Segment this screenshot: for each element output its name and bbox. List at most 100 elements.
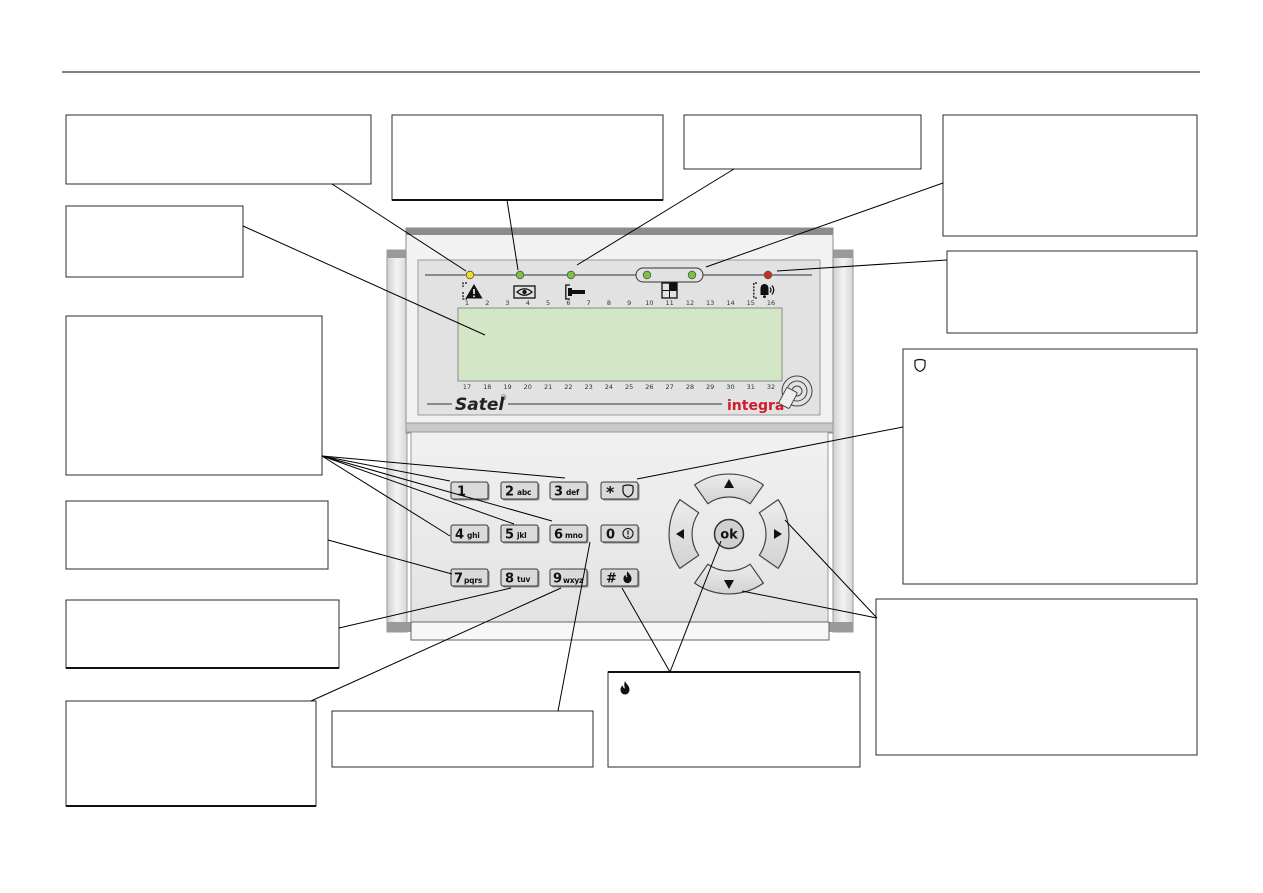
left-arrow-icon (676, 529, 684, 539)
key-digit: * (606, 483, 615, 502)
leader-line (741, 590, 878, 619)
left-side-cap (387, 250, 407, 258)
zone-number: 2 (485, 299, 489, 307)
key-digit: 3 (554, 485, 563, 500)
warning-icon (462, 282, 483, 300)
callout-service-led-note (683, 114, 922, 170)
housing-separator (405, 422, 834, 433)
right-arrow-icon (774, 529, 782, 539)
leader-line (321, 455, 515, 525)
key-0: 0 (600, 524, 640, 544)
leader-line (506, 199, 519, 271)
keypad-bottom-plate (410, 621, 830, 641)
key-digit: 0 (606, 528, 615, 543)
trouble-led (763, 270, 773, 280)
key-digit: 8 (505, 572, 514, 587)
armed-led (515, 270, 525, 280)
callout-display-note (65, 205, 244, 278)
housing-top-strip (406, 228, 833, 235)
key-letters: mno (565, 531, 583, 540)
ok-key (713, 518, 745, 550)
key-letters: tuv (517, 575, 531, 584)
callout-hash-ok-note (607, 671, 861, 768)
zone-number: 4 (526, 299, 530, 307)
proximity-reader-icon (778, 375, 813, 409)
zone-number: 23 (584, 383, 592, 391)
ok-key-label: ok (720, 528, 738, 543)
partitions-grid-icon (661, 282, 678, 299)
callout-key-0-note (331, 710, 594, 768)
zone-number: 13 (706, 299, 714, 307)
key-digit: # (606, 572, 617, 587)
callout-key-9-note (65, 700, 317, 807)
zone-number: 22 (564, 383, 572, 391)
down-arrow-icon (724, 580, 734, 589)
zone-number: 19 (503, 383, 511, 391)
zone-number: 9 (627, 299, 631, 307)
key-digit: 5 (505, 528, 514, 543)
navigation-cluster: ok (668, 473, 790, 595)
key-digit: 6 (554, 528, 563, 543)
leader-line (557, 541, 591, 712)
exclamation-circle-icon (622, 527, 634, 540)
right-side-cap (833, 250, 853, 258)
zone-number: 17 (463, 383, 471, 391)
leader-line (331, 183, 467, 272)
key-letters: def (566, 488, 580, 497)
leader-line (621, 587, 671, 673)
leader-line (338, 587, 512, 629)
leader-line (242, 225, 486, 336)
callout-arrow-keys-note (875, 598, 1198, 756)
key-digit: 2 (505, 485, 514, 500)
leader-line (321, 455, 566, 479)
brand-logo: Satel (455, 395, 505, 415)
key-2: 2 abc (500, 481, 540, 501)
key-digit: 9 (553, 572, 562, 587)
key-5: 5 jkl (500, 524, 540, 544)
key-7: 7 pqrs (450, 568, 490, 588)
zone-number: 3 (505, 299, 509, 307)
zone-number: 28 (686, 383, 694, 391)
zone-number: 7 (587, 299, 591, 307)
alarm-bell-icon (753, 282, 775, 299)
lcd-screen (457, 307, 783, 382)
zone-number: 30 (726, 383, 734, 391)
model-logo: integra (727, 398, 784, 414)
up-arrow-icon (724, 479, 734, 488)
leader-line (776, 259, 948, 272)
key-letters: pqrs (464, 576, 483, 585)
zone-number: 27 (666, 383, 674, 391)
zone-number: 6 (566, 299, 570, 307)
key-4: 4 ghi (450, 524, 490, 544)
callout-partitions-led-note (942, 114, 1198, 237)
callout-alarm-led-note (65, 114, 372, 185)
right-foot-cap (828, 622, 853, 632)
key-digit: 1 (457, 485, 466, 500)
callout-key-7-note (65, 500, 329, 570)
leader-line (327, 539, 453, 575)
leader-line (321, 455, 553, 522)
zone-number: 16 (767, 299, 775, 307)
up-arrow-key (694, 473, 764, 505)
key-digit: 4 (455, 528, 464, 543)
zone-number: 29 (706, 383, 714, 391)
service-led (566, 270, 576, 280)
leader-line (321, 455, 451, 537)
zone-number: 21 (544, 383, 552, 391)
partition-led-bracket (635, 267, 704, 283)
zone-number: 31 (747, 383, 755, 391)
zone-number: 8 (607, 299, 611, 307)
leader-lines (242, 168, 948, 712)
zone-number: 12 (686, 299, 694, 307)
key-letters: wxyz (563, 576, 583, 585)
alarm-led (465, 270, 475, 280)
leader-line (705, 182, 944, 268)
zone-number: 11 (666, 299, 674, 307)
callout-trouble-led-note (946, 250, 1198, 334)
zone-number: 5 (546, 299, 550, 307)
zone-number: 14 (726, 299, 734, 307)
